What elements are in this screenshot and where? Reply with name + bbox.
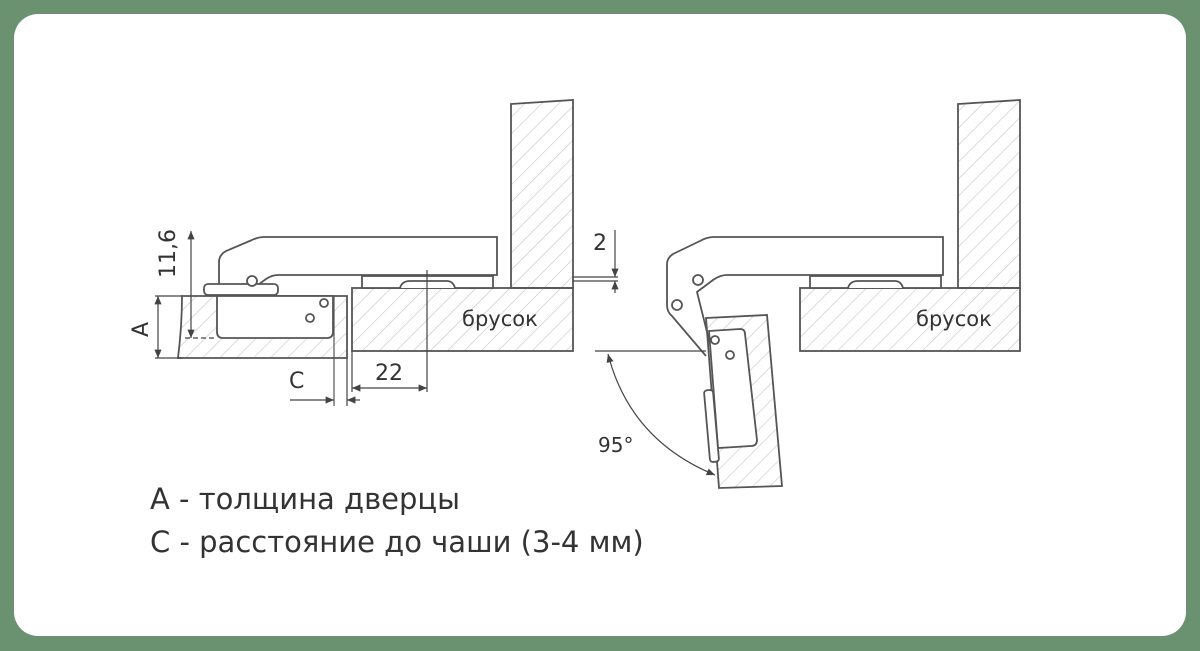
dim-c-label: C	[289, 369, 304, 394]
legend: А - толщина дверцы С - расстояние до чаш…	[150, 478, 644, 564]
legend-a: А - толщина дверцы	[150, 482, 461, 516]
left-assembly	[154, 99, 619, 406]
side-panel	[510, 99, 574, 289]
angle-label: 95°	[598, 433, 633, 457]
block-label-right: брусок	[916, 307, 992, 331]
block	[799, 287, 1021, 352]
legend-c: С - расстояние до чаши (3-4 мм)	[150, 525, 644, 559]
dim-22-label: 22	[375, 361, 403, 386]
dim-height-label: 11,6	[156, 229, 181, 278]
dim-2-label: 2	[593, 231, 607, 256]
block	[351, 287, 574, 352]
right-assembly-open	[595, 99, 1021, 489]
dim-a-label: A	[129, 322, 154, 337]
block-label-left: брусок	[462, 307, 538, 331]
hinge-arm	[666, 236, 944, 357]
side-panel	[957, 99, 1021, 289]
hinge-cup	[216, 295, 334, 339]
hinge-cup	[708, 328, 758, 449]
